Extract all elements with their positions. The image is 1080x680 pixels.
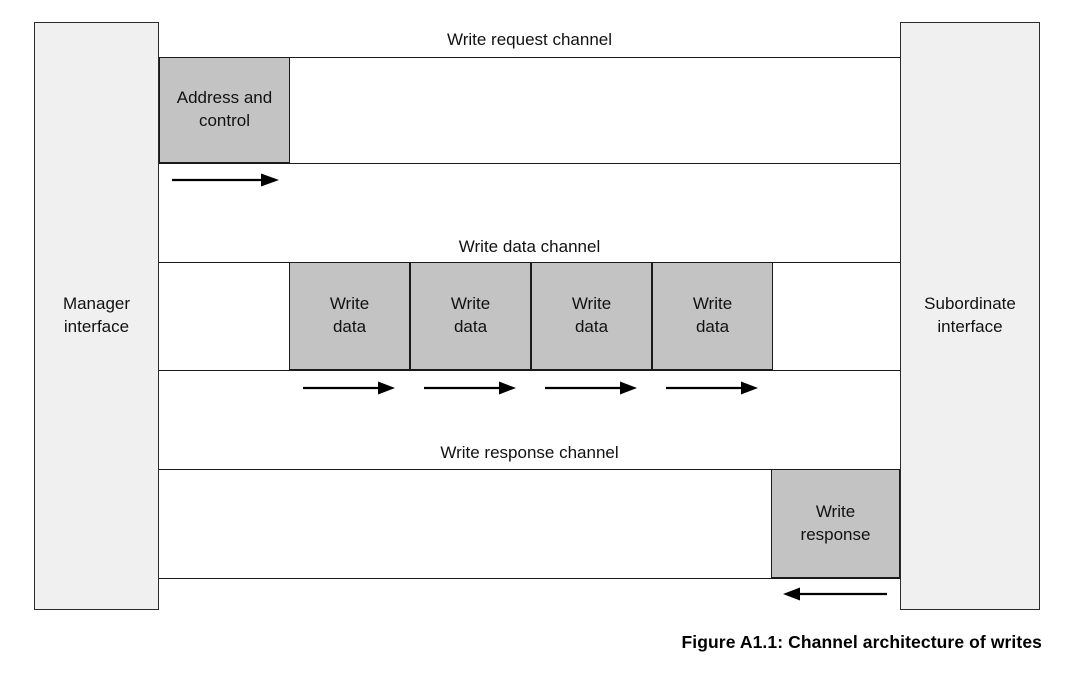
payload-write-data-1-line2: data <box>332 317 367 336</box>
payload-write-data-4-line2: data <box>695 317 730 336</box>
write-data-arrow-right-icon-2 <box>423 380 518 396</box>
figure-caption: Figure A1.1: Channel architecture of wri… <box>681 632 1042 652</box>
subordinate-interface-label-line2: interface <box>937 317 1003 336</box>
payload-write-data-1-text: Write data <box>330 293 369 339</box>
payload-write-data-2-line2: data <box>453 317 488 336</box>
payload-write-data-3: Write data <box>531 262 652 370</box>
payload-write-data-2-line1: Write <box>450 294 491 314</box>
write-request-channel-label: Write request channel <box>446 30 613 49</box>
payload-write-response: Write response <box>771 469 900 578</box>
manager-interface-label: Manager interface <box>63 293 130 339</box>
payload-write-data-4-text: Write data <box>693 293 732 339</box>
payload-write-data-1-line1: Write <box>329 294 370 314</box>
manager-interface-label-line2: interface <box>63 317 130 336</box>
payload-write-response-line2: response <box>800 524 871 544</box>
payload-write-response-line1: Write <box>815 501 856 521</box>
payload-write-response-text: Write response <box>801 501 871 547</box>
write-data-channel-label: Write data channel <box>458 237 601 256</box>
write-response-arrow-left-icon <box>783 586 888 602</box>
payload-write-data-4: Write data <box>652 262 773 370</box>
payload-address-and-control-text: Address and control <box>177 87 272 133</box>
write-request-track-bottom-rule <box>159 163 900 164</box>
payload-write-data-1: Write data <box>289 262 410 370</box>
write-data-track-bottom-rule <box>159 370 900 371</box>
payload-write-data-4-line1: Write <box>692 294 733 314</box>
payload-write-data-3-line1: Write <box>571 294 612 314</box>
subordinate-interface-label: Subordinate interface <box>924 293 1016 339</box>
write-data-arrow-right-icon-4 <box>665 380 760 396</box>
write-data-arrow-right-icon-1 <box>302 380 397 396</box>
payload-address-and-control: Address and control <box>159 57 290 163</box>
manager-interface-block: Manager interface <box>34 22 159 610</box>
subordinate-interface-block: Subordinate interface <box>900 22 1040 610</box>
payload-write-data-2-text: Write data <box>451 293 490 339</box>
write-request-arrow-right-icon <box>171 172 281 188</box>
payload-write-data-2: Write data <box>410 262 531 370</box>
write-data-arrow-right-icon-3 <box>544 380 639 396</box>
write-request-track-top-rule <box>159 57 900 58</box>
payload-write-data-3-text: Write data <box>572 293 611 339</box>
subordinate-interface-label-line1: Subordinate <box>924 294 1016 314</box>
payload-address-and-control-line1: Address and <box>176 88 273 108</box>
manager-interface-label-line1: Manager <box>62 294 131 314</box>
write-response-track-bottom-rule <box>159 578 900 579</box>
payload-write-data-3-line2: data <box>574 317 609 336</box>
write-response-channel-label: Write response channel <box>440 443 619 462</box>
payload-address-and-control-line2: control <box>198 111 250 130</box>
write-response-track-top-rule <box>159 469 900 470</box>
